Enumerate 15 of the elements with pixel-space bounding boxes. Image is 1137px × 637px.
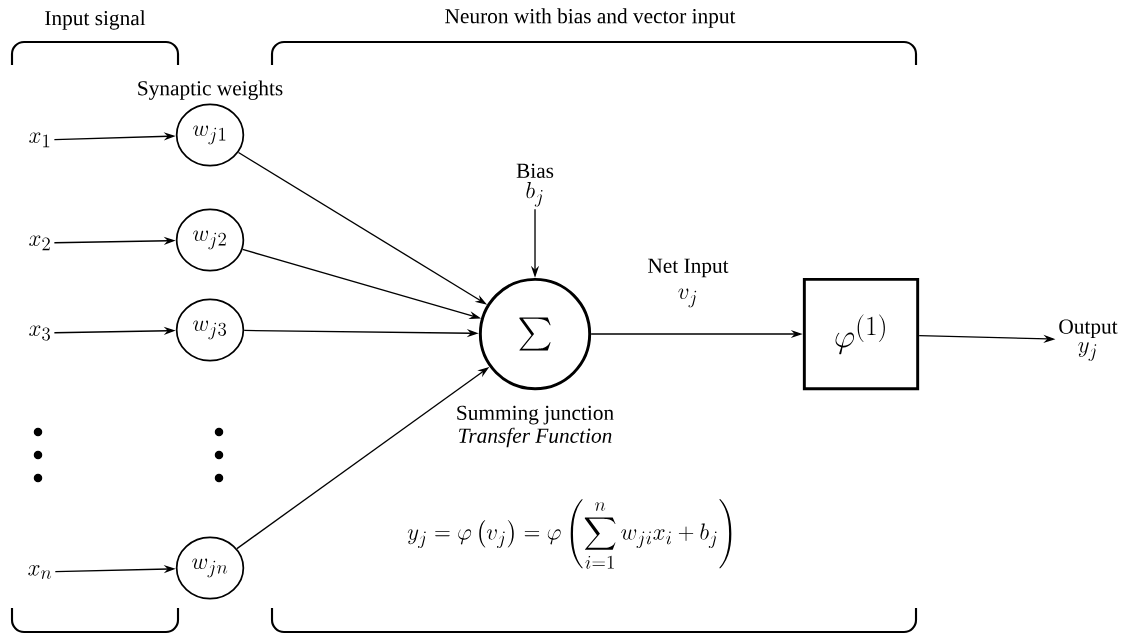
node-caption: Transfer Function [459, 427, 612, 448]
node-caption: Synaptic weights [138, 80, 283, 100]
variable-label: $x_1$ [29, 132, 50, 148]
edge-label: Net Input [646, 257, 730, 279]
heading: Neuron with bias and vector input [445, 8, 736, 28]
node-caption: Summing junction [457, 405, 614, 425]
formula: $v_j$ [678, 288, 697, 308]
variable-label: $x_n$ [28, 565, 52, 579]
text-label: Bias $b_j$ [516, 163, 554, 207]
formula: $y_j = \varphi\left(v_j\right) = \varphi\left(\sum_{i=1}^{n} w_{ji} x_i + b_j\right)$ [407, 499, 732, 569]
heading: Input signal [45, 10, 146, 30]
function-box: $\varphi^{(1)}$ [802, 277, 920, 391]
text-label: Output $y_j$ [1059, 319, 1118, 361]
variable-label: $x_2$ [29, 235, 50, 251]
variable-label: $x_3$ [29, 325, 50, 341]
